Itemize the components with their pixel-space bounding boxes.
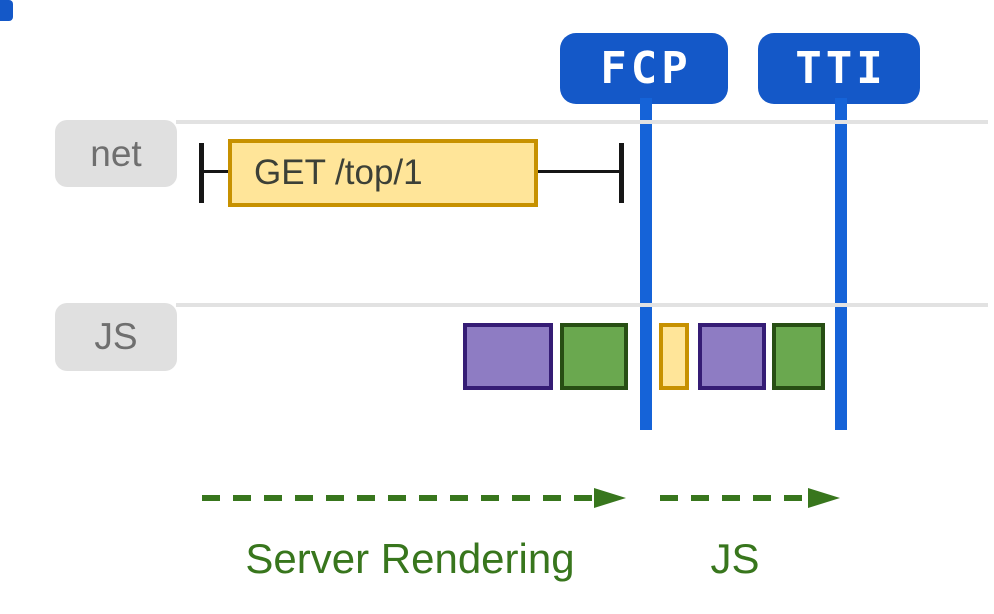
js-track-line <box>176 303 988 307</box>
net-track-line <box>176 120 988 124</box>
fcp-marker-line <box>640 98 652 430</box>
js-track-label-text: JS <box>94 316 138 357</box>
js-track-label: JS <box>55 303 177 371</box>
request-start-connector <box>204 170 228 173</box>
js-execution-block <box>463 323 553 390</box>
js-phase-label: JS <box>710 535 760 582</box>
network-request-label: GET /top/1 <box>254 153 423 192</box>
js-execution-block <box>698 323 766 390</box>
net-track-label: net <box>55 120 177 187</box>
request-end-connector <box>538 170 619 173</box>
server-rendering-arrow <box>198 486 630 515</box>
dashed-arrow-icon <box>660 488 840 508</box>
request-start-tick <box>199 143 204 203</box>
tti-badge: TTI <box>758 33 920 104</box>
network-request-bar: GET /top/1 <box>228 139 538 207</box>
request-end-tick <box>619 143 624 203</box>
server-rendering-phase-label: Server Rendering <box>245 535 575 582</box>
js-execution-block <box>772 323 825 390</box>
cropped-blue-fragment <box>0 0 13 21</box>
fcp-badge: FCP <box>560 33 728 104</box>
tti-badge-label: TTI <box>795 43 887 94</box>
net-track-label-text: net <box>90 132 142 174</box>
tti-marker-line <box>835 98 847 430</box>
fcp-badge-label: FCP <box>600 43 692 94</box>
js-execution-block <box>659 323 689 390</box>
js-execution-block <box>560 323 628 390</box>
js-phase-arrow <box>658 486 844 515</box>
dashed-arrow-icon <box>202 488 626 508</box>
